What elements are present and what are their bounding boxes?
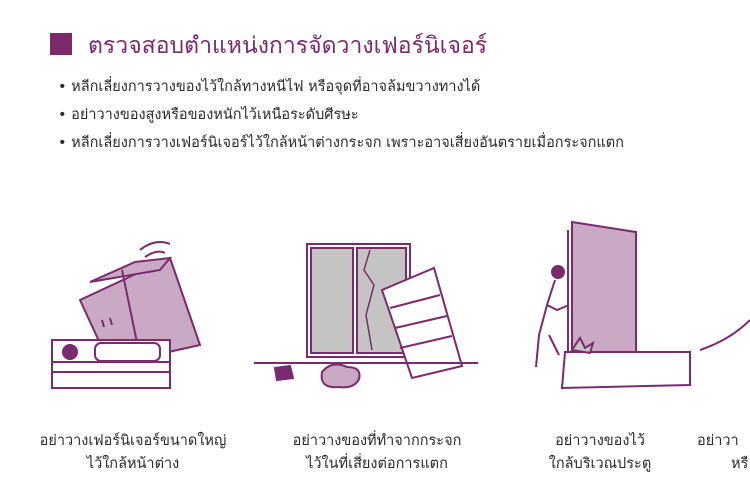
broken-window-bookshelf-illustration [254, 243, 478, 389]
caption-truncated: อย่าวา หรื [697, 430, 750, 476]
caption-large-furniture: อย่าวางเฟอร์นิเจอร์ขนาดใหญ่ ไว้ใกล้หน้าต… [18, 430, 248, 476]
caption-line: อย่าวางเฟอร์นิเจอร์ขนาดใหญ่ [39, 433, 227, 449]
caption-line: อย่าวางของที่ทำจากกระจก [292, 433, 462, 449]
caption-glass-items: อย่าวางของที่ทำจากกระจก ไว้ในที่เสี่ยงต่… [262, 430, 492, 476]
caption-line: ไว้ใกล้หน้าต่าง [86, 456, 180, 472]
caption-line: หรื [731, 456, 749, 472]
title-square-marker [50, 33, 72, 55]
wardrobe-falling-on-bed-illustration [51, 241, 202, 389]
caption-line: ใกล้บริเวณประตู [548, 456, 652, 472]
person-blocked-by-door-illustration [535, 220, 750, 390]
tip-item: อย่าวางของสูงหรือของหนักไว้เหนือระดับศีร… [58, 104, 624, 132]
caption-line: อย่าวา [697, 433, 739, 449]
tip-item: หลีกเลี่ยงการวางเฟอร์นิเจอร์ไว้ใกล้หน้าต… [58, 132, 624, 160]
caption-line: ไว้ในที่เสี่ยงต่อการแตก [306, 456, 448, 472]
tip-item: หลีกเลี่ยงการวางของไว้ใกล้ทางหนีไฟ หรือจ… [58, 76, 624, 104]
caption-near-door: อย่าวางของไว้ ใกล้บริเวณประตู [530, 430, 670, 476]
tips-list: หลีกเลี่ยงการวางของไว้ใกล้ทางหนีไฟ หรือจ… [58, 76, 624, 160]
page-title: ตรวจสอบตำแหน่งการจัดวางเฟอร์นิเจอร์ [88, 33, 488, 59]
caption-line: อย่าวางของไว้ [555, 433, 645, 449]
